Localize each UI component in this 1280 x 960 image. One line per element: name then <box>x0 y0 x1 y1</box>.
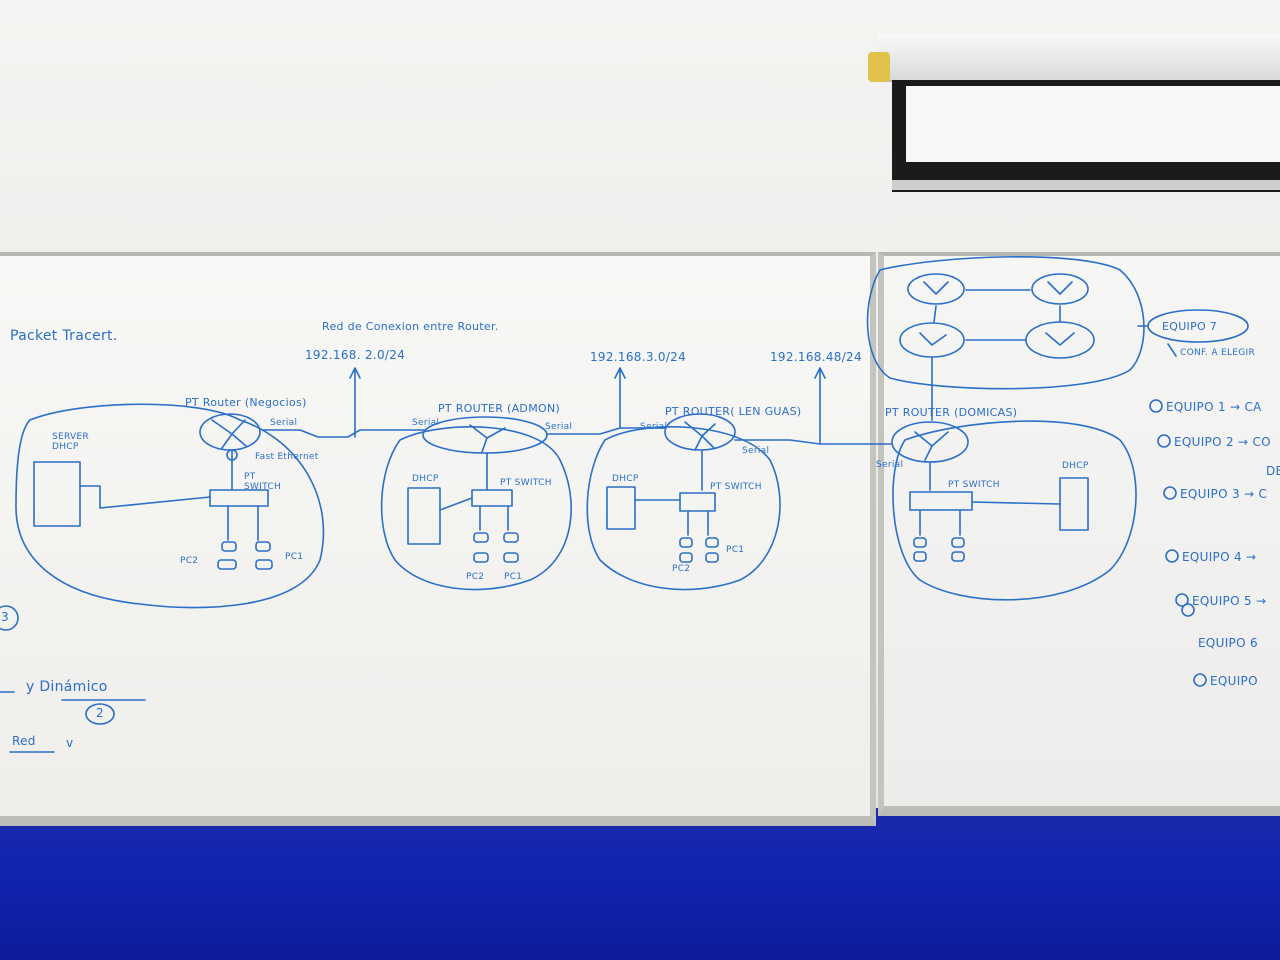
projector-screen-bar <box>892 180 1280 190</box>
dhcp-label-4: DHCP <box>1062 461 1089 471</box>
net-caption: Red de Conexion entre Router. <box>322 320 499 333</box>
equipo7-label: EQUIPO 7 <box>1162 320 1218 333</box>
switch-3 <box>679 492 716 512</box>
switch-2 <box>471 489 513 507</box>
serial-label-6: Serial <box>876 460 904 470</box>
net-label-1: 192.168. 2.0/24 <box>305 348 406 362</box>
dinamico-text: y Dinámico <box>26 679 108 695</box>
serial-label-3: Serial <box>545 422 573 432</box>
server-dhcp-label: SERVER DHCP <box>52 432 90 452</box>
equipo-3: EQUIPO 3 → C <box>1180 487 1268 501</box>
switch-1 <box>209 489 269 507</box>
fastethernet-label: Fast Ethernet <box>255 452 319 462</box>
pc2-label-1: PC2 <box>180 556 199 566</box>
switch-4 <box>909 491 973 511</box>
serial-label-4: Serial <box>640 422 668 432</box>
equipo-7: EQUIPO <box>1210 674 1258 688</box>
equipo-2: EQUIPO 2 → CO <box>1174 435 1271 449</box>
router-label-admon: PT ROUTER (ADMON) <box>438 402 561 415</box>
red-text: Red <box>12 734 36 748</box>
projector-screen-surface <box>906 86 1280 162</box>
router-cloud <box>866 256 1145 390</box>
router-label-domicas: PT ROUTER (DOMICAS) <box>885 406 1018 419</box>
number-2: 2 <box>96 706 104 720</box>
title-packet-tracer: Packet Tracert. <box>10 328 118 344</box>
serial-link-3 <box>734 439 893 445</box>
switch-label-1: PT SWITCH <box>244 472 282 492</box>
server-dhcp-3 <box>606 486 636 530</box>
pc2-label-2: PC2 <box>466 572 485 582</box>
de-label: DE <box>1266 464 1280 478</box>
equipo-4: EQUIPO 4 → <box>1182 550 1257 564</box>
switch-label-3: PT SWITCH <box>710 482 762 492</box>
circle-3 <box>0 605 19 631</box>
switch-label-4: PT SWITCH <box>948 480 1000 490</box>
serial-label-2: Serial <box>412 418 440 428</box>
net-label-3: 192.168.48/24 <box>770 350 862 364</box>
server-dhcp-4 <box>1059 477 1089 531</box>
serial-link-1 <box>261 429 426 438</box>
serial-label-5: Serial <box>742 446 770 456</box>
pc1-label-1: PC1 <box>285 552 304 562</box>
router-label-negocios: PT Router (Negocios) <box>185 396 307 409</box>
pc1-label-3: PC1 <box>726 545 745 555</box>
serial-link-2 <box>547 427 666 435</box>
dhcp-label-2: DHCP <box>412 474 439 484</box>
blue-floor-panel <box>0 808 1280 960</box>
pc1-label-2: PC1 <box>504 572 523 582</box>
serial-label-1: Serial <box>270 418 298 428</box>
server-dhcp-1 <box>33 461 81 527</box>
equipo-1: EQUIPO 1 → CA <box>1166 400 1262 414</box>
v-text: v <box>66 736 74 750</box>
equipo-6: EQUIPO 6 <box>1198 636 1258 650</box>
equipo-5: EQUIPO 5 → <box>1192 594 1267 608</box>
whiteboard-left <box>0 252 876 826</box>
screen-hook <box>868 52 890 82</box>
circle-2 <box>85 703 115 725</box>
network-cloud-1 <box>15 403 325 609</box>
network-cloud-3 <box>586 426 781 591</box>
whiteboard-right <box>878 252 1280 816</box>
net-label-2: 192.168.3.0/24 <box>590 350 687 364</box>
pc2-label-3: PC2 <box>672 564 691 574</box>
switch-label-2: PT SWITCH <box>500 478 552 488</box>
number-3: 3 <box>1 610 9 624</box>
network-cloud-2 <box>380 426 572 591</box>
network-cloud-4 <box>892 420 1137 601</box>
router-lenguas-icon <box>664 413 736 451</box>
dhcp-label-3: DHCP <box>612 474 639 484</box>
conf-label: CONF. A ELEGIR <box>1180 348 1256 358</box>
server-dhcp-2 <box>407 487 441 545</box>
router-admon-icon <box>422 416 548 454</box>
router-label-lenguas: PT ROUTER( LEN GUAS) <box>665 405 802 418</box>
